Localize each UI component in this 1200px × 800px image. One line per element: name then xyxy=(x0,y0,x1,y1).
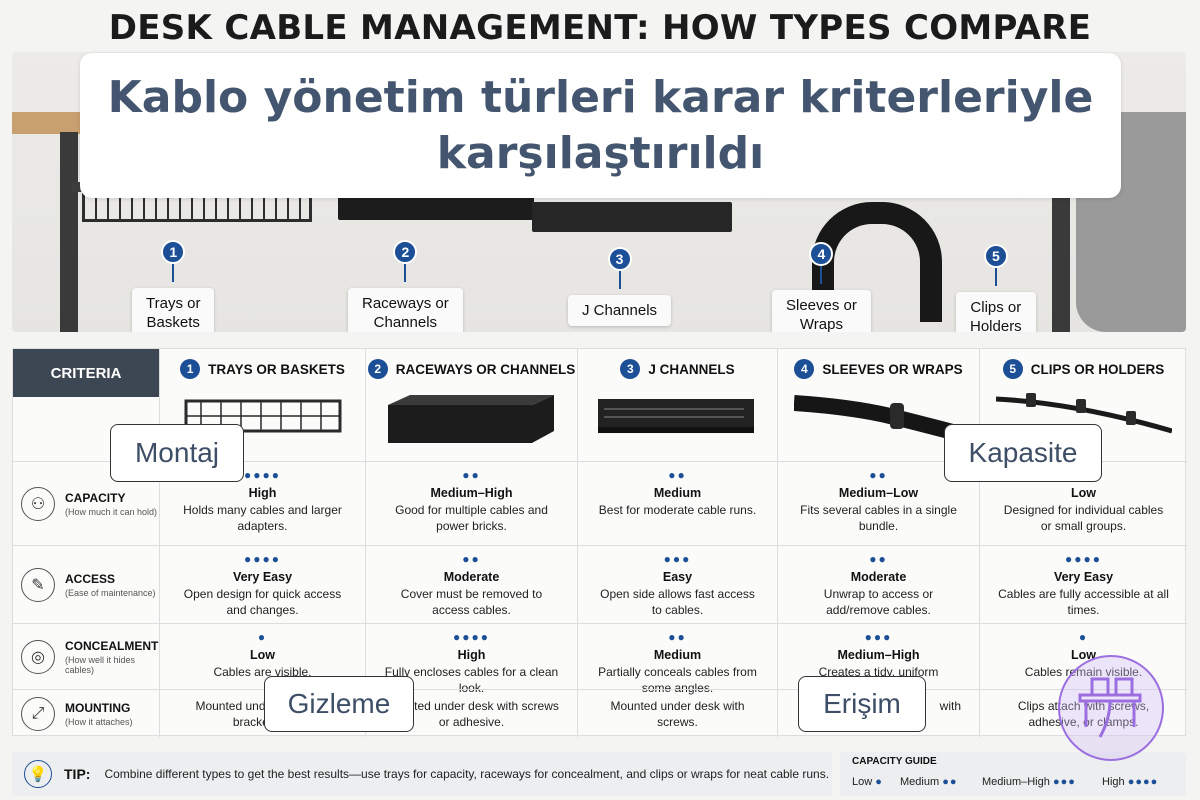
eye-off-icon: ◎ xyxy=(21,639,55,674)
step-number: 2 xyxy=(393,240,418,264)
comparison-table: CRITERIA 1 TRAYS OR BASKETS 2 RACEWAYS OR … xyxy=(12,348,1187,737)
column-number: 4 xyxy=(794,359,815,379)
clips-image xyxy=(995,391,1173,441)
step-label: J Channels xyxy=(568,295,672,326)
guide-item: Medium–High ●●● xyxy=(982,776,1076,788)
column-title: TRAYS OR BASKETS xyxy=(208,361,345,377)
table-row-mounting: ⤢ MOUNTING(How it attaches) Mounted unde… xyxy=(13,689,1187,737)
tip-text: Combine different types to get the best … xyxy=(104,767,830,781)
column-title: SLEEVES OR WRAPS xyxy=(822,361,963,377)
tag-kapasite: Kapasite xyxy=(944,424,1102,482)
headline-text: Kablo yönetim türleri karar kriterleriyl… xyxy=(107,71,1094,179)
tag-montaj: Montaj xyxy=(110,424,244,482)
scene-step-3: 3 J Channels xyxy=(568,247,672,326)
raceway-image xyxy=(338,194,534,220)
wrench-icon: ✎ xyxy=(21,567,55,602)
table-row-capacity: ⚇ CAPACITY(How much it can hold) ●●●●Hig… xyxy=(13,461,1187,545)
column-title: CLIPS OR HOLDERS xyxy=(1030,361,1165,377)
criteria-name: CONCEALMENT xyxy=(65,638,159,653)
basket-image xyxy=(176,391,349,441)
column-title: RACEWAYS OR CHANNELS xyxy=(395,361,576,377)
guide-item: High ●●●● xyxy=(1102,776,1159,788)
criteria-sub: (How much it can hold) xyxy=(65,506,158,517)
circles-icon: ⚇ xyxy=(21,486,55,521)
column-number: 5 xyxy=(1002,359,1023,379)
step-number: 1 xyxy=(161,240,186,264)
table-cell: Mounted under desk with screws. xyxy=(577,690,777,737)
desk-top xyxy=(12,112,92,134)
column-header-sleeves: 4 SLEEVES OR WRAPS xyxy=(777,349,979,461)
column-number: 1 xyxy=(180,359,201,379)
table-cell: with xyxy=(777,690,979,737)
column-header-raceways: 2 RACEWAYS OR CHANNELS xyxy=(365,349,577,461)
top-title: DESK CABLE MANAGEMENT: HOW TYPES COMPARE xyxy=(108,8,1092,48)
column-header-trays: 1 TRAYS OR BASKETS xyxy=(159,349,365,461)
guide-title: CAPACITY GUIDE xyxy=(852,756,937,767)
criteria-name: ACCESS xyxy=(65,571,116,586)
table-row-concealment: ◎ CONCEALMENT(How well it hides cables) … xyxy=(13,623,1187,695)
criteria-header: CRITERIA xyxy=(13,349,159,397)
criteria-sub: (How well it hides cables) xyxy=(65,654,136,675)
criteria-sub: (How it attaches) xyxy=(65,716,133,727)
column-number: 2 xyxy=(367,359,388,379)
criteria-name: MOUNTING xyxy=(65,700,131,715)
desk-leg xyxy=(60,132,78,332)
tag-erisim: Erişim xyxy=(798,676,926,732)
headline-card: Kablo yönetim türleri karar kriterleriyl… xyxy=(80,53,1121,198)
step-number: 4 xyxy=(809,242,834,266)
guide-item: Low ● xyxy=(852,776,883,788)
sleeve-image xyxy=(793,391,967,443)
tip-label: TIP: xyxy=(64,766,91,782)
mount-icon: ⤢ xyxy=(21,696,55,731)
column-header-clips: 5 CLIPS OR HOLDERS xyxy=(979,349,1187,461)
table-cell: Mounted under desk with screws or adhesi… xyxy=(365,690,577,737)
tag-gizleme: Gizleme xyxy=(264,676,414,732)
guide-item: Medium ●● xyxy=(900,776,958,788)
column-number: 3 xyxy=(620,359,641,379)
step-number: 5 xyxy=(983,244,1008,268)
criteria-name: CAPACITY xyxy=(65,490,126,505)
tip-bar: 💡 TIP: Combine different types to get th… xyxy=(12,752,832,796)
step-number: 3 xyxy=(607,247,632,271)
raceway-image xyxy=(382,391,561,443)
column-title: J CHANNELS xyxy=(648,361,735,377)
j-channel-image xyxy=(532,202,732,232)
lightbulb-icon: 💡 xyxy=(24,760,52,788)
column-header-j-channels: 3 J CHANNELS xyxy=(577,349,777,461)
criteria-sub: (Ease of maintenance) xyxy=(65,587,156,598)
table-row-access: ✎ ACCESS(Ease of maintenance) ●●●●Very E… xyxy=(13,545,1187,623)
j-channel-image xyxy=(594,391,761,441)
watermark-logo xyxy=(1058,655,1164,761)
